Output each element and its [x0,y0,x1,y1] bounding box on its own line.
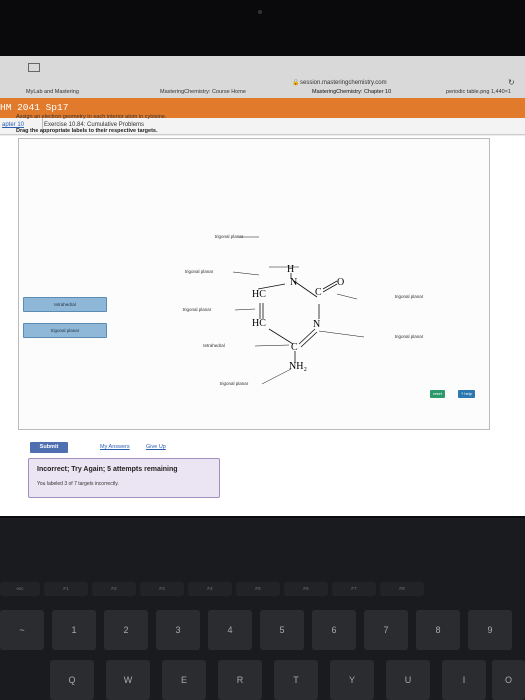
laptop-keyboard: esc F1 F2 F3 F4 F5 F6 F7 F8 ~ 1 2 3 4 5 … [0,518,525,700]
tab-course-home[interactable]: MasteringChemistry: Course Home [160,89,246,95]
help-button[interactable]: ? help [458,390,475,398]
atom-o: O [337,277,345,288]
breadcrumb-chapter-link[interactable]: apter 10 [2,122,25,128]
browser-chrome: 🔒 session.masteringchemistry.com ↻ MyLab… [0,56,525,99]
target-label-top[interactable]: trigonal planar [214,234,244,239]
key-f4: F4 [188,582,232,596]
key-f2: F2 [92,582,136,596]
lock-icon: 🔒 [292,80,300,86]
key-5: 5 [260,610,304,650]
cytosine-structure [232,236,365,385]
tab-mylab[interactable]: MyLab and Mastering [26,89,79,95]
camera [258,10,262,14]
key-3: 3 [156,610,200,650]
key-e: E [162,660,206,700]
key-8: 8 [416,610,460,650]
key-1: 1 [52,610,96,650]
key-f5: F5 [236,582,280,596]
submit-button[interactable]: Submit [30,442,68,453]
key-u: U [386,660,430,700]
feedback-detail: You labeled 3 of 7 targets incorrectly. [37,481,119,487]
label-bank-trigonal-planar[interactable]: trigonal planar [23,323,107,338]
tab-chapter-10[interactable]: MasteringChemistry: Chapter 10 [312,89,392,95]
question-instruction: Drag the appropriate labels to their res… [16,128,158,134]
key-esc: esc [0,582,40,596]
reset-button[interactable]: reset [430,390,445,398]
breadcrumb-separator [32,118,43,134]
key-r: R [218,660,262,700]
breadcrumb-exercise: Exercise 10.84: Cumulative Problems [44,122,145,128]
target-label-right-upper[interactable]: trigonal planar [394,294,424,299]
course-title: HM 2041 Sp17 [0,102,69,113]
key-y: Y [330,660,374,700]
target-label-left-lower[interactable]: tetrahedral [203,343,225,348]
target-label-bottom[interactable]: trigonal planar [219,381,249,386]
feedback-box: Incorrect; Try Again; 5 attempts remaini… [28,458,220,498]
key-f1: F1 [44,582,88,596]
key-o: O [492,660,525,700]
key-q: Q [50,660,94,700]
my-answers-link[interactable]: My Answers [100,444,130,450]
key-t: T [274,660,318,700]
give-up-link[interactable]: Give Up [146,444,166,450]
key-4: 4 [208,610,252,650]
laptop-bezel [0,0,525,56]
key-f8: F8 [380,582,424,596]
target-label-right-lower[interactable]: trigonal planar [394,334,424,339]
course-banner [0,98,525,118]
key-i: I [442,660,486,700]
address-bar[interactable]: session.masteringchemistry.com [300,80,387,86]
question-prompt: Assign an electron geometry to each inte… [16,114,167,120]
atom-n-right: N [313,319,321,330]
key-w: W [106,660,150,700]
key-7: 7 [364,610,408,650]
atom-hc-lower: HC [252,318,266,329]
atom-c-bottom: C [291,342,298,353]
feedback-title: Incorrect; Try Again; 5 attempts remaini… [37,466,178,473]
drag-drop-panel: H N O C HC HC N C NH₂ trigonal planar tr… [18,138,490,430]
atom-c-carbonyl: C [315,287,322,298]
atom-n-top: N [290,277,298,288]
key-f3: F3 [140,582,184,596]
breadcrumb: apter 10 Exercise 10.84: Cumulative Prob… [0,118,525,135]
atom-hc-upper: HC [252,289,266,300]
key-f6: F6 [284,582,328,596]
key-tilde: ~ [0,610,44,650]
target-label-left-mid[interactable]: trigonal planar [182,307,212,312]
tab-periodic-table[interactable]: periodic table.png 1,440×1 [446,89,511,95]
label-bank-tetrahedral[interactable]: tetrahedral [23,297,107,312]
key-f7: F7 [332,582,376,596]
target-label-left-upper[interactable]: trigonal planar [184,269,214,274]
key-6: 6 [312,610,356,650]
atom-h-top: H [287,264,295,275]
reload-icon[interactable]: ↻ [508,78,515,87]
key-9: 9 [468,610,512,650]
key-2: 2 [104,610,148,650]
atom-nh2: NH₂ [289,361,307,372]
sidebar-toggle-icon[interactable] [28,63,40,72]
